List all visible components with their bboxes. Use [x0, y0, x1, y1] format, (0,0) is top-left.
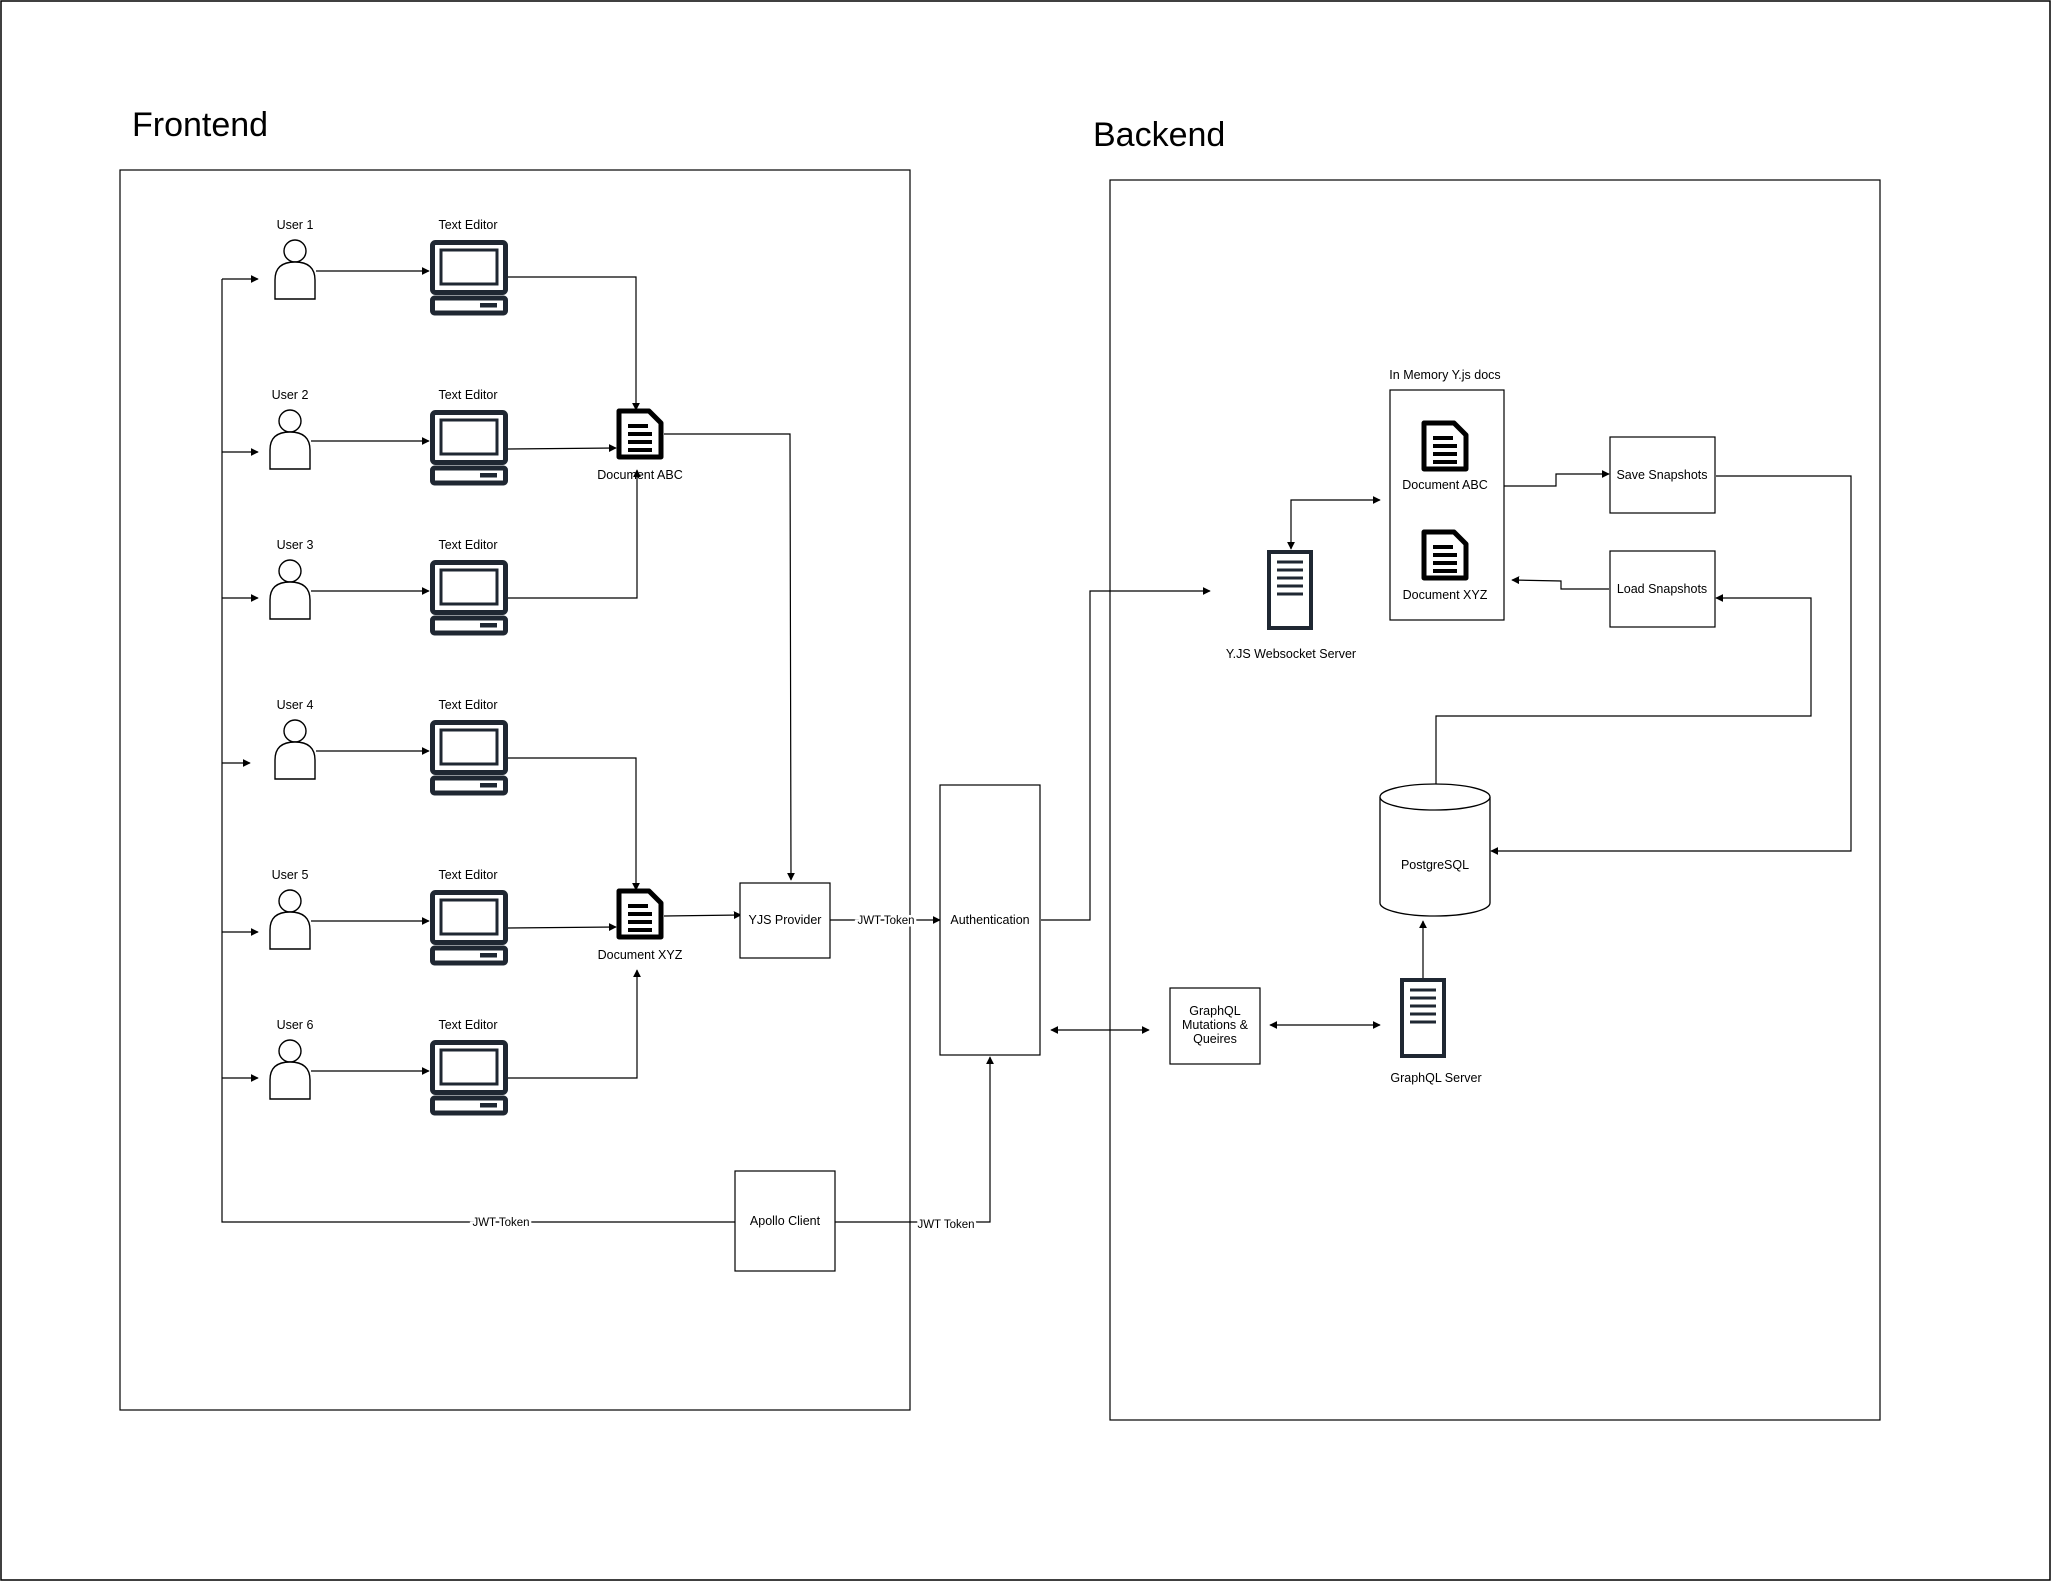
text-editor-label: Text Editor — [438, 868, 497, 882]
text-editor-label: Text Editor — [438, 538, 497, 552]
graphql-ops-box — [1169, 987, 1261, 1065]
graphql-server-label: GraphQL Server — [1390, 1071, 1481, 1085]
jwt-token-label-apollo: JWT Token — [917, 1219, 974, 1231]
save-snapshots-label: Save Snapshots — [1616, 468, 1707, 482]
authentication-box — [939, 784, 1041, 1056]
backend-container — [1109, 179, 1881, 1421]
frontend-title: Frontend — [132, 106, 268, 144]
user-icon — [274, 239, 316, 300]
monitor-icon — [433, 1043, 506, 1114]
monitor-icon — [433, 563, 506, 634]
user-row-5: User 5 Text Editor — [269, 868, 506, 964]
user-icon — [274, 719, 316, 780]
connectors — [221, 267, 1852, 1223]
user-icon — [269, 409, 311, 470]
save-snapshots-box — [1609, 436, 1716, 514]
ws-server-icon — [1267, 550, 1313, 630]
user-row-6: User 6 Text Editor — [269, 1018, 506, 1114]
load-snapshots-box — [1609, 550, 1716, 628]
user-row-2: User 2 Text Editor — [269, 388, 506, 484]
user-row-3: User 3 Text Editor — [269, 538, 506, 634]
bus-line — [221, 279, 735, 1223]
graphql-server-icon — [1400, 978, 1446, 1058]
ws-server-label: Y.JS Websocket Server — [1226, 647, 1356, 661]
in-memory-title: In Memory Y.js docs — [1389, 368, 1500, 382]
load-snapshots-label: Load Snapshots — [1617, 582, 1707, 596]
apollo-client-label: Apollo Client — [750, 1214, 821, 1228]
user-row-1: User 1 Text Editor — [274, 218, 506, 314]
postgresql-cylinder — [1379, 783, 1491, 917]
user-label: User 4 — [277, 698, 314, 712]
jwt-token-label-provider: JWT Token — [857, 915, 914, 927]
user-label: User 2 — [272, 388, 309, 402]
frontend-container — [119, 169, 911, 1411]
monitor-icon — [433, 723, 506, 794]
yjs-provider-box — [739, 882, 831, 959]
yjs-provider-label: YJS Provider — [749, 913, 822, 927]
user-icon — [269, 559, 311, 620]
monitor-icon — [433, 413, 506, 484]
user-label: User 6 — [277, 1018, 314, 1032]
monitor-icon — [433, 243, 506, 314]
apollo-client-box — [734, 1170, 836, 1272]
monitor-icon — [433, 893, 506, 964]
document-xyz-icon — [619, 891, 661, 937]
jwt-token-label-bus: JWT Token — [472, 1217, 529, 1229]
backend-document-xyz-label: Document XYZ — [1403, 588, 1488, 602]
graphql-ops-line-3: Queires — [1193, 1032, 1237, 1046]
user-label: User 5 — [272, 868, 309, 882]
user-icon — [269, 1039, 311, 1100]
graphql-ops-line-2: Mutations & — [1182, 1018, 1249, 1032]
graphql-ops-line-1: GraphQL — [1189, 1004, 1240, 1018]
user-label: User 1 — [277, 218, 314, 232]
backend-title: Backend — [1093, 116, 1225, 154]
user-row-4: User 4 Text Editor — [274, 698, 506, 794]
document-xyz-label: Document XYZ — [598, 948, 683, 962]
text-editor-label: Text Editor — [438, 1018, 497, 1032]
text-editor-label: Text Editor — [438, 388, 497, 402]
text-editor-label: Text Editor — [438, 698, 497, 712]
authentication-label: Authentication — [950, 913, 1029, 927]
backend-document-xyz-icon — [1424, 532, 1466, 578]
document-abc-icon — [619, 411, 661, 457]
user-label: User 3 — [277, 538, 314, 552]
backend-document-abc-label: Document ABC — [1402, 478, 1487, 492]
postgresql-label: PostgreSQL — [1401, 858, 1469, 872]
user-icon — [269, 889, 311, 950]
text-editor-label: Text Editor — [438, 218, 497, 232]
document-abc-label: Document ABC — [597, 468, 682, 482]
backend-document-abc-icon — [1424, 423, 1466, 469]
